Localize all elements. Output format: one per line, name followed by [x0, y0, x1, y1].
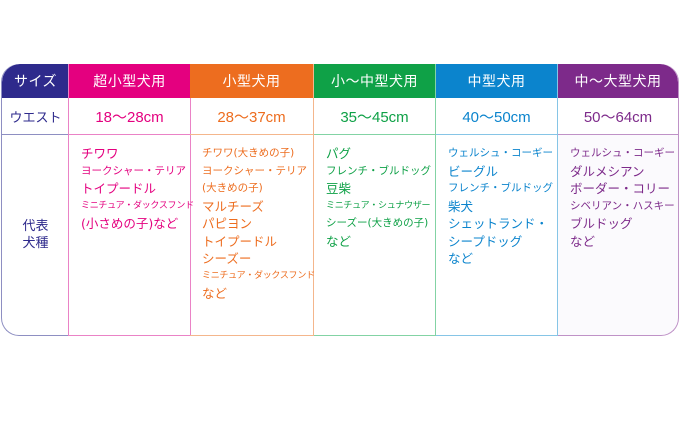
breed-list: チワワ(大きめの子) ヨークシャー・テリア (大きめの子) マルチーズパピヨントイプー…	[190, 135, 315, 335]
breed-item: パピヨン	[202, 216, 253, 231]
breeds-label: 代表 犬種	[2, 135, 69, 335]
breed-item: ウェルシュ・コーギー	[570, 147, 675, 159]
column-medium-large: 中〜大型犬用 50〜64cm ウェルシュ・コーギーダルメシアンボーダー・コリーシ…	[558, 64, 679, 336]
size-label: サイズ	[2, 64, 69, 98]
breed-item: ヨークシャー・テリア	[202, 164, 307, 177]
waist-label: ウエスト	[2, 98, 69, 135]
breeds-label-line2: 犬種	[22, 236, 49, 251]
breed-item: シーズー(大きめの子)	[326, 217, 429, 229]
row-label-column: サイズ ウエスト 代表 犬種	[1, 64, 69, 336]
breed-item: シーズー	[202, 251, 252, 266]
column-small: 小型犬用 28〜37cm チワワ(大きめの子) ヨークシャー・テリア (大きめの子)…	[190, 64, 315, 336]
column-header: 小型犬用	[190, 64, 313, 98]
waist-range: 18〜28cm	[69, 98, 190, 135]
column-medium: 中型犬用 40〜50cm ウェルシュ・コーギービーグルフレンチ・ブルドッグ柴犬シ…	[436, 64, 558, 336]
column-header: 中〜大型犬用	[558, 64, 678, 98]
breed-item: (大きめの子)	[202, 182, 263, 194]
breed-item: など	[202, 286, 228, 301]
breed-item: シベリアン・ハスキー	[570, 199, 675, 212]
breed-item: ヨークシャー・テリア	[81, 164, 186, 177]
breed-item: ビーグル	[448, 163, 499, 179]
breed-item: ミニチュア・シュナウザー	[326, 200, 431, 211]
breed-item: ダルメシアン	[570, 163, 645, 179]
column-extra-small: 超小型犬用 18〜28cm チワワヨークシャー・テリアトイプードルミニチュア・ダ…	[68, 64, 194, 336]
breed-item: ブルドッグ	[570, 216, 633, 231]
breed-list: パグフレンチ・ブルドッグ豆柴ミニチュア・シュナウザーシーズー(大きめの子) など	[314, 135, 435, 335]
breed-item: フレンチ・ブルドッグ	[448, 182, 553, 194]
breed-item: ミニチュア・ダックスフンド	[202, 270, 315, 281]
breed-item: など	[570, 233, 596, 249]
column-small-medium: 小〜中型犬用 35〜45cm パグフレンチ・ブルドッグ豆柴ミニチュア・シュナウザ…	[314, 64, 436, 336]
breed-item: フレンチ・ブルドッグ	[326, 164, 431, 177]
breed-item: 豆柴	[326, 181, 352, 196]
breed-item: トイプードル	[202, 233, 278, 249]
breed-item: など	[448, 251, 474, 266]
breed-item: パグ	[326, 146, 352, 161]
breed-item: など	[326, 233, 352, 249]
waist-range: 28〜37cm	[190, 98, 313, 135]
column-header: 中型犬用	[436, 64, 557, 98]
breed-item: ウェルシュ・コーギー	[448, 147, 553, 159]
breed-item: シェットランド・	[448, 216, 549, 231]
breed-item: チワワ(大きめの子)	[202, 147, 295, 159]
breed-item: ミニチュア・ダックスフンド	[81, 200, 194, 211]
breed-item: シープドッグ	[448, 233, 523, 249]
column-header: 小〜中型犬用	[314, 64, 435, 98]
breed-item: (小さめの子)など	[81, 216, 179, 231]
breed-list: ウェルシュ・コーギーダルメシアンボーダー・コリーシベリアン・ハスキーブルドッグな…	[558, 135, 678, 335]
column-header: 超小型犬用	[69, 64, 190, 98]
dog-size-chart-table: サイズ ウエスト 代表 犬種 超小型犬用 18〜28cm チワワヨークシャー・テ…	[1, 64, 679, 336]
breed-item: ボーダー・コリー	[570, 181, 671, 196]
breeds-label-line1: 代表	[22, 218, 49, 234]
breed-item: マルチーズ	[202, 198, 264, 214]
waist-range: 50〜64cm	[558, 98, 678, 135]
breed-item: トイプードル	[81, 181, 157, 196]
breed-list: チワワヨークシャー・テリアトイプードルミニチュア・ダックスフンド (小さめの子)な…	[69, 135, 194, 335]
waist-range: 35〜45cm	[314, 98, 435, 135]
waist-range: 40〜50cm	[436, 98, 557, 135]
breed-list: ウェルシュ・コーギービーグルフレンチ・ブルドッグ柴犬シェットランド・シープドッグ…	[436, 135, 557, 335]
breed-item: 柴犬	[448, 198, 474, 214]
breed-item: チワワ	[81, 146, 119, 161]
